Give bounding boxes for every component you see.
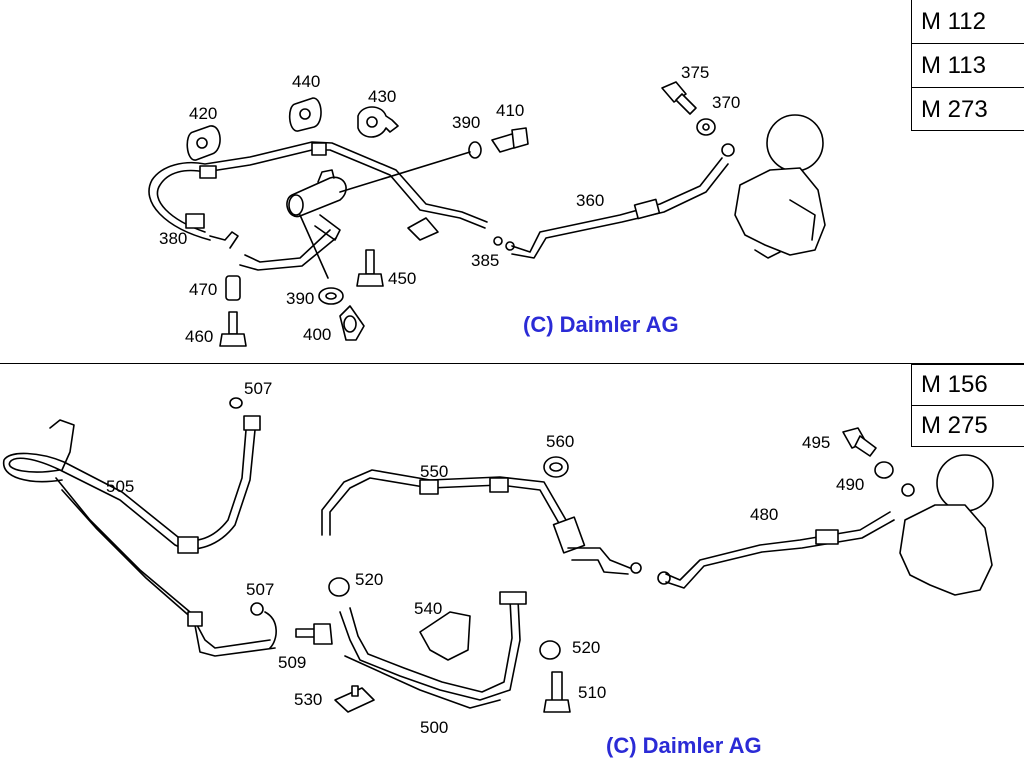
part-label: 540	[414, 599, 442, 618]
part-430-clamp	[357, 106, 399, 138]
washer-390-bottom-hole	[325, 292, 337, 300]
engine-code: M 273	[921, 96, 988, 123]
washer-370	[696, 118, 716, 136]
pressure-line-360	[511, 157, 729, 259]
part-label: 410	[496, 101, 524, 120]
hose-505	[2, 415, 277, 657]
bracket-530	[334, 685, 375, 713]
bottom-labels: 507 505 507 509 530 500 520 550 560 540 …	[106, 379, 864, 737]
part-label: 430	[368, 87, 396, 106]
hose-380	[148, 141, 488, 271]
part-label: 450	[388, 269, 416, 288]
steering-pump-top	[721, 114, 826, 259]
part-label: 390	[286, 289, 314, 308]
part-440-bracket	[288, 97, 322, 132]
part-label: 490	[836, 475, 864, 494]
part-label: 470	[189, 280, 217, 299]
part-label: 495	[802, 433, 830, 452]
part-label: 505	[106, 477, 134, 496]
engine-code-box-bottom: M 156 M 275	[911, 364, 1024, 447]
banjo-400	[339, 305, 365, 341]
connector-385	[407, 217, 515, 251]
part-label: 530	[294, 690, 322, 709]
leader-line	[339, 151, 471, 193]
part-label: 560	[546, 432, 574, 451]
part-label: 440	[292, 72, 320, 91]
panel-divider	[0, 363, 1024, 364]
engine-code: M 275	[921, 412, 988, 439]
bolt-495	[842, 427, 877, 457]
part-label: 520	[355, 570, 383, 589]
washer-507-top	[229, 397, 243, 409]
engine-code: M 156	[912, 365, 1024, 406]
bolt-460	[219, 311, 247, 347]
bolt-509	[295, 623, 333, 645]
washer-507-bottom	[250, 602, 264, 616]
part-label: 520	[572, 638, 600, 657]
part-label: 375	[681, 63, 709, 82]
sleeve-470	[225, 275, 241, 301]
part-label: 420	[189, 104, 217, 123]
engine-code: M 113	[912, 44, 1024, 88]
washer-520-left	[328, 577, 350, 597]
part-label: 380	[159, 229, 187, 248]
engine-code: M 112	[912, 0, 1024, 44]
part-label: 507	[246, 580, 274, 599]
copyright-bottom: (C) Daimler AG	[606, 733, 762, 758]
hose-550	[321, 469, 642, 575]
bolt-510	[543, 671, 571, 713]
cover-540	[419, 611, 471, 661]
part-label: 460	[185, 327, 213, 346]
washer-390-bottom	[318, 287, 344, 305]
filter-canister	[286, 169, 347, 279]
part-label: 509	[278, 653, 306, 672]
pressure-line-480	[657, 511, 895, 589]
ring-560-hole	[549, 462, 563, 472]
part-label: 507	[244, 379, 272, 398]
washer-370-hole	[702, 123, 710, 131]
bolt-450	[356, 249, 384, 287]
hose-500	[339, 591, 527, 709]
washer-490	[874, 461, 894, 479]
part-420-bracket	[186, 125, 221, 161]
part-label: 550	[420, 462, 448, 481]
washer-520-right	[539, 640, 561, 660]
washer-390-top	[468, 141, 482, 159]
part-label: 385	[471, 251, 499, 270]
copyright-top: (C) Daimler AG	[523, 312, 679, 337]
top-labels: 420 440 430 390 410 375 370 360 380 385 …	[159, 63, 740, 346]
part-label: 400	[303, 325, 331, 344]
part-label: 370	[712, 93, 740, 112]
part-label: 510	[578, 683, 606, 702]
part-label: 480	[750, 505, 778, 524]
banjo-bolt-410	[491, 127, 529, 153]
part-label: 500	[420, 718, 448, 737]
bolt-375	[661, 81, 697, 115]
ring-560	[543, 456, 569, 478]
steering-pump-bottom	[899, 454, 994, 596]
part-label: 390	[452, 113, 480, 132]
engine-code-box-top: M 112 M 113 M 273	[911, 0, 1024, 131]
part-label: 360	[576, 191, 604, 210]
